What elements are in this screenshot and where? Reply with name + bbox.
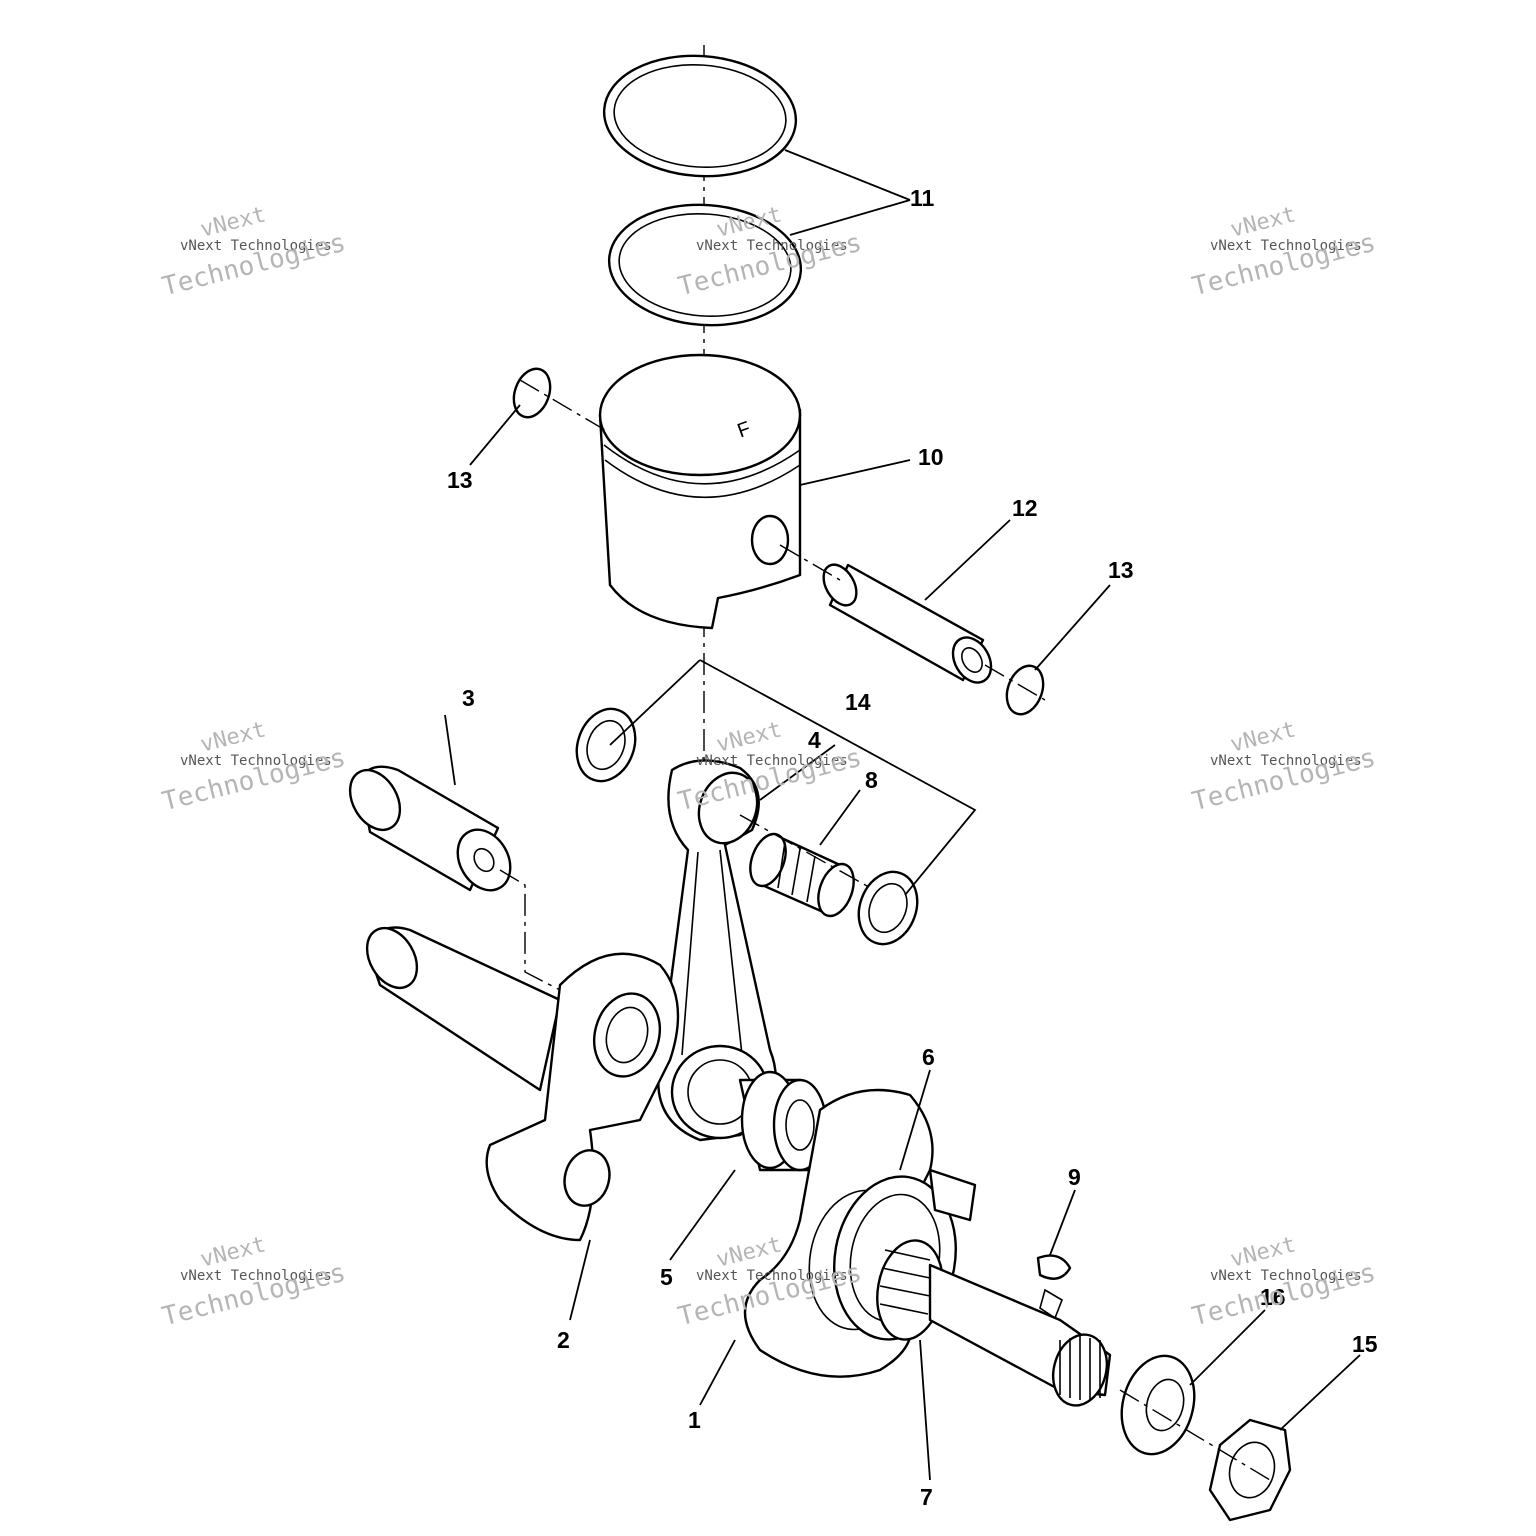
callout-8: 8 xyxy=(865,767,878,793)
callout-4: 4 xyxy=(808,727,821,753)
callout-labels: 11 10 13 12 13 3 14 4 8 6 9 5 16 2 15 1 … xyxy=(447,185,1378,1510)
output-shaft xyxy=(928,1263,1112,1407)
thrust-washer-right xyxy=(857,870,919,946)
callout-3: 3 xyxy=(462,685,475,711)
callout-11: 11 xyxy=(910,185,935,211)
callout-1: 1 xyxy=(688,1407,701,1433)
callout-15: 15 xyxy=(1352,1331,1378,1357)
leader-lines xyxy=(444,149,1361,1481)
crankshaft-half-left xyxy=(365,926,680,1242)
callout-16: 16 xyxy=(1260,1284,1286,1310)
callout-9: 9 xyxy=(1068,1164,1081,1190)
callout-13-left: 13 xyxy=(447,467,473,493)
hex-nut xyxy=(1119,1389,1292,1522)
piston-ring-top xyxy=(602,54,798,178)
callout-2: 2 xyxy=(557,1327,570,1353)
callout-6: 6 xyxy=(922,1044,935,1070)
circlip-left xyxy=(512,367,606,431)
thrust-washer-left xyxy=(575,707,637,783)
piston: F xyxy=(598,353,802,630)
needle-bearing-small xyxy=(739,814,911,918)
callout-12: 12 xyxy=(1012,495,1038,521)
callout-7: 7 xyxy=(920,1484,933,1510)
circlip-right xyxy=(984,664,1046,716)
woodruff-key xyxy=(1036,1254,1072,1280)
piston-ring-second xyxy=(607,203,803,327)
callout-13-right: 13 xyxy=(1108,557,1134,583)
wrist-pin xyxy=(779,544,993,684)
crank-pin xyxy=(348,765,561,991)
callout-14: 14 xyxy=(845,689,871,715)
callout-10: 10 xyxy=(918,444,944,470)
lock-washer xyxy=(1120,1354,1196,1456)
callout-5: 5 xyxy=(660,1264,673,1290)
